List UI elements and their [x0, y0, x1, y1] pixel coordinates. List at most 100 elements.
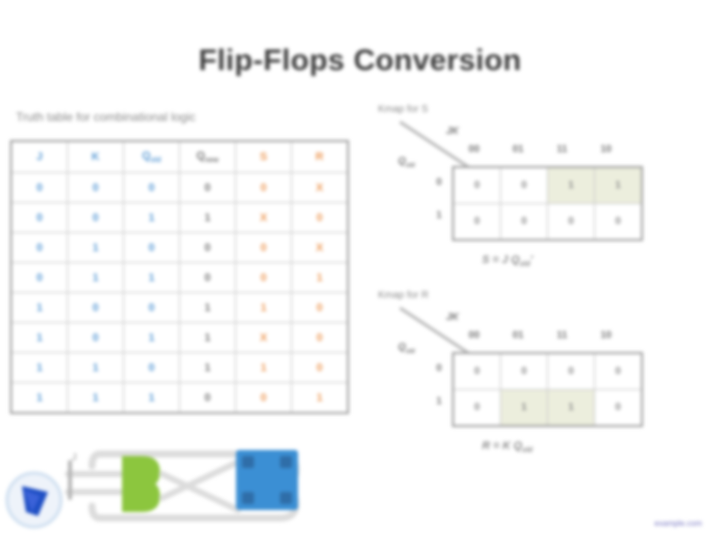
kmap-s-row-axis-base: Q: [398, 156, 406, 167]
table-cell: 0: [179, 232, 236, 263]
table-cell: 1: [123, 322, 180, 353]
table-cell: 0: [235, 232, 292, 263]
kmap-r-row-axis-sub: old: [405, 349, 415, 355]
table-cell: 1: [179, 352, 236, 383]
footer-link[interactable]: example.com: [654, 519, 702, 528]
kmap-cell: 0: [500, 166, 548, 204]
q-new-sub: new: [204, 157, 219, 165]
column-header-q-old: Qold: [123, 140, 180, 173]
and-gate-lower-icon: [122, 480, 160, 512]
kmap-s-title: Kmap for S: [378, 104, 429, 115]
kmap-col-header: 00: [468, 144, 480, 155]
table-cell: 0: [10, 262, 68, 293]
table-cell: 0: [67, 292, 124, 323]
kmap-r-col-axis-label: JK: [446, 312, 459, 323]
kmap-cell: 0: [547, 203, 595, 241]
kmap-s-equation-sub: old: [519, 261, 531, 269]
kmap-s-equation: S = J Qold': [482, 254, 533, 268]
kmap-s-row-axis-label: Qold: [398, 156, 415, 169]
table-cell: 1: [291, 262, 349, 293]
kmap-row-header: 1: [436, 396, 442, 407]
page-title: Flip-Flops Conversion: [198, 44, 522, 77]
circuit-diagram: J: [5, 450, 300, 529]
table-cell: 0: [10, 202, 68, 233]
column-header-q-new: Qnew: [179, 140, 236, 173]
table-cell: 1: [10, 382, 68, 414]
table-cell: X: [235, 322, 292, 353]
table-cell: 0: [235, 382, 292, 414]
table-cell: 0: [123, 172, 180, 203]
kmap-cell: 0: [452, 203, 501, 241]
table-cell: 1: [123, 202, 180, 233]
table-cell: X: [291, 232, 349, 263]
table-cell: 0: [67, 202, 124, 233]
q-old-base: Q: [141, 149, 151, 162]
kmap-cell: 0: [547, 352, 595, 390]
table-cell: 1: [123, 262, 180, 293]
table-cell: 1: [67, 382, 124, 414]
kmap-r-row-axis-base: Q: [398, 342, 406, 353]
kmap-cell: 0: [500, 352, 548, 390]
kmap-s-equation-tail: ': [530, 254, 533, 266]
table-cell: 0: [123, 232, 180, 263]
kmap-cell: 0: [452, 352, 501, 390]
column-header-j: J: [10, 140, 68, 173]
kmap-col-header: 01: [512, 144, 524, 155]
table-cell: 0: [291, 292, 349, 323]
kmap-r-title: Kmap for R: [378, 290, 429, 301]
table-cell: 1: [179, 202, 236, 233]
table-cell: 0: [179, 262, 236, 293]
kmap-cell: 0: [452, 166, 501, 204]
table-cell: 1: [291, 382, 349, 414]
kmap-s-equation-base: S = J Q: [482, 254, 520, 266]
kmap-row-header: 1: [436, 210, 442, 221]
kmap-r-equation-base: R = K Q: [482, 440, 523, 452]
kmap-col-header: 11: [556, 144, 568, 155]
table-cell: 0: [235, 172, 292, 203]
kmap-col-header: 11: [556, 330, 568, 341]
kmap-r-equation-sub: old: [522, 447, 533, 455]
table-cell: 0: [291, 352, 349, 383]
kmap-cell: 0: [594, 389, 643, 427]
table-cell: 0: [67, 322, 124, 353]
logo-icon: [5, 471, 63, 529]
flip-flop-block-icon: [236, 450, 298, 510]
table-cell: 1: [179, 322, 236, 353]
kmap-col-header: 10: [600, 330, 612, 341]
table-cell: 1: [67, 262, 124, 293]
kmap-cell: 0: [594, 203, 643, 241]
kmap-r-row-axis-label: Qold: [398, 342, 415, 355]
kmap-r-equation: R = K Qold: [482, 440, 533, 454]
kmap-cell: 0: [500, 203, 548, 241]
table-cell: X: [235, 202, 292, 233]
table-cell: 1: [67, 232, 124, 263]
q-new-base: Q: [196, 149, 205, 162]
table-cell: 0: [235, 262, 292, 293]
kmap-s-row-axis-sub: old: [405, 163, 415, 169]
kmap-cell: 0: [452, 389, 501, 427]
table-cell: 0: [10, 232, 68, 263]
table-cell: 1: [10, 322, 68, 353]
table-cell: 1: [67, 352, 124, 383]
table-cell: 0: [179, 172, 236, 203]
kmap-row-header: 0: [436, 177, 442, 188]
kmap-col-header: 00: [468, 330, 480, 341]
